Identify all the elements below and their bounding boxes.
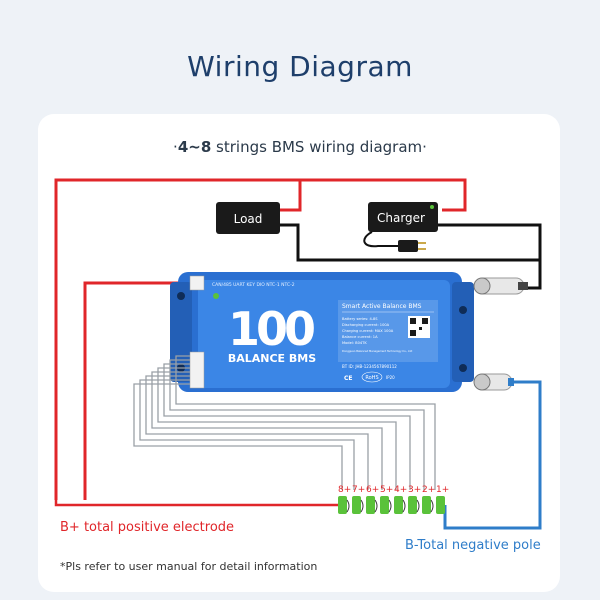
spec-line-1: Battery series: 4-8S — [342, 317, 378, 321]
spec-line-4: Balance current: 1A — [342, 335, 378, 339]
connector-label-5: 5+ — [380, 485, 393, 495]
qr-inner-2 — [422, 318, 428, 324]
subtitle-strings: 4~8 — [177, 138, 212, 156]
red-wire-load — [280, 180, 302, 212]
plug-pin-1 — [418, 242, 426, 244]
bplus-lug — [473, 277, 491, 295]
qr-inner-1 — [410, 318, 416, 324]
qr-inner-3 — [410, 330, 416, 336]
rohs-badge — [361, 371, 383, 383]
bms-mount-right — [452, 282, 474, 382]
connector-label-4: 4+ — [394, 485, 407, 495]
charger-label: Charger — [377, 211, 425, 225]
black-wire-load — [280, 223, 542, 290]
power-connector — [189, 275, 205, 291]
diagram-subtitle: ·4~8 strings BMS wiring diagram· — [0, 138, 600, 156]
spec-line-2: Discharging current: 100A — [342, 323, 390, 327]
red-wire-main — [54, 178, 467, 500]
product-title: Smart Active Balance BMS — [342, 303, 422, 310]
bplus-tip — [518, 282, 528, 290]
green-connectors — [338, 496, 445, 514]
connector-label-3: 3+ — [408, 485, 421, 495]
charger-plug — [398, 240, 418, 252]
footnote: *Pls refer to user manual for detail inf… — [60, 560, 318, 573]
load-box — [216, 202, 280, 234]
qr-inner-4 — [419, 327, 422, 330]
charger-box — [368, 202, 438, 232]
balance-leads — [133, 355, 436, 490]
mount-hole-4 — [459, 364, 467, 372]
rohs-mark: RoHS — [365, 375, 378, 381]
connector-label-8: 8+ — [338, 485, 351, 495]
black-wire-charger — [438, 223, 542, 260]
spec-line-5: Model: B04TK — [342, 341, 367, 345]
connector-label-2: 2+ — [422, 485, 435, 495]
connector-label-6: 6+ — [366, 485, 379, 495]
spec-line-3: Charging current: MAX 100A — [342, 329, 394, 333]
connector-label-7: 7+ — [352, 485, 365, 495]
ip-mark: IP20 — [386, 375, 395, 380]
ce-mark: CE — [344, 375, 353, 382]
bminus-lug — [473, 373, 491, 391]
subtitle-prefix: · — [173, 138, 178, 156]
bminus-label: B-Total negative pole — [405, 538, 541, 553]
port-labels: CAN/485 UART KEY DIO NTC-1 NTC-2 — [212, 282, 295, 288]
logo-text: BALANCE BMS — [228, 352, 316, 365]
red-wire-bplus-bms — [83, 281, 195, 500]
bt-id: BT ID: JHB-1234567890112 — [342, 364, 397, 369]
mount-hole-3 — [459, 306, 467, 314]
bminus-tip — [508, 378, 514, 386]
plug-pin-2 — [418, 248, 426, 250]
charger-indicator — [430, 205, 434, 209]
manufacturer: Dongguan Balanced Management Technology … — [342, 349, 413, 353]
balance-connector — [189, 351, 205, 389]
status-led — [213, 293, 219, 299]
bms-panel — [198, 280, 450, 388]
subtitle-text: strings BMS wiring diagram — [211, 138, 423, 156]
red-wire-bplus-terminal — [54, 500, 345, 507]
subtitle-suffix: · — [422, 138, 427, 156]
blue-wire-bminus — [443, 380, 542, 530]
mount-hole-1 — [177, 292, 185, 300]
connector-label-1: 1+ — [436, 485, 449, 495]
charger-cord — [363, 231, 400, 248]
connector-wire-loops — [346, 499, 434, 513]
bplus-label: B+ total positive electrode — [60, 520, 235, 535]
logo-number: 100 — [228, 302, 314, 356]
page-title: Wiring Diagram — [187, 50, 413, 83]
load-label: Load — [234, 212, 263, 226]
